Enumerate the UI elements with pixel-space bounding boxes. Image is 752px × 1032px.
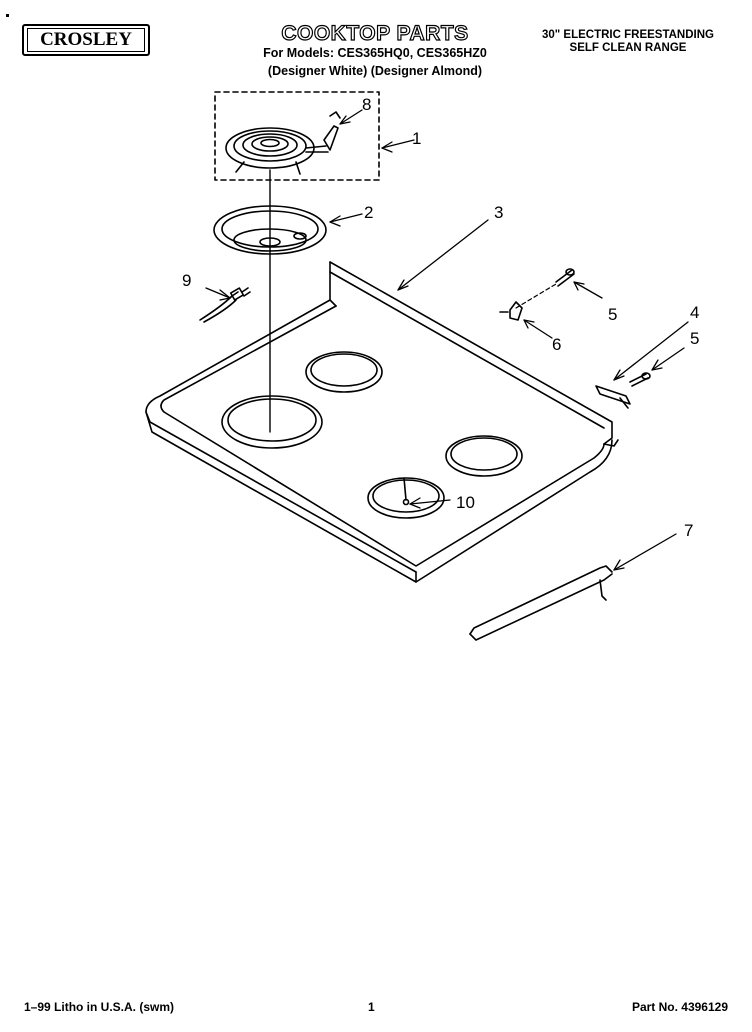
callout-6: 6 <box>552 335 561 354</box>
brand-logo-text: CROSLEY <box>27 28 145 52</box>
leader-8 <box>339 109 363 125</box>
terminal-block <box>323 111 341 151</box>
brand-logo: CROSLEY <box>22 24 150 56</box>
colors-line: (Designer White) (Designer Almond) <box>267 64 483 78</box>
models-line: For Models: CES365HQ0, CES365HZ0 <box>263 46 487 60</box>
subtitle-line-2: SELF CLEAN RANGE <box>569 42 687 54</box>
callout-7: 7 <box>684 521 693 540</box>
screw-top <box>515 268 575 309</box>
burner-screw <box>402 477 410 506</box>
mounting-clip <box>499 301 523 321</box>
rear-trim-rail <box>469 565 613 641</box>
wire-harness <box>199 287 251 323</box>
footer-page-number: 1 <box>368 1000 375 1014</box>
leader-5a <box>573 281 603 299</box>
callout-5a: 5 <box>608 305 617 324</box>
leader-1 <box>381 139 415 149</box>
callout-5b: 5 <box>690 329 699 348</box>
leader-2 <box>329 213 363 223</box>
leader-6 <box>523 319 553 339</box>
callout-9: 9 <box>182 271 191 290</box>
callout-4: 4 <box>690 303 699 322</box>
screw-bracket <box>629 372 651 387</box>
leader-lines <box>205 109 689 571</box>
registration-mark <box>6 14 9 17</box>
subtitle-line-1: 30" ELECTRIC FREESTANDING <box>541 29 714 41</box>
leader-7 <box>613 533 677 571</box>
range-type-subtitle: 30" ELECTRIC FREESTANDING SELF CLEAN RAN… <box>528 29 728 55</box>
surface-element-group-box <box>214 91 380 181</box>
footer-part-number: Part No. 4396129 <box>631 1000 728 1014</box>
leader-9 <box>205 287 231 299</box>
page-title: COOKTOP PARTS <box>281 21 469 45</box>
leader-10 <box>409 499 451 505</box>
callout-2: 2 <box>364 203 373 222</box>
callout-8: 8 <box>362 95 371 114</box>
leader-5b <box>651 347 685 371</box>
leader-3 <box>397 219 489 291</box>
surface-element <box>225 127 329 175</box>
leader-4 <box>613 321 689 381</box>
cooktop-main-top <box>145 261 619 583</box>
callout-10: 10 <box>456 493 475 512</box>
hinge-bracket <box>595 385 631 409</box>
callout-1: 1 <box>412 129 421 148</box>
footer-litho: 1–99 Litho in U.S.A. (swm) <box>24 1000 175 1014</box>
callout-3: 3 <box>494 203 503 222</box>
